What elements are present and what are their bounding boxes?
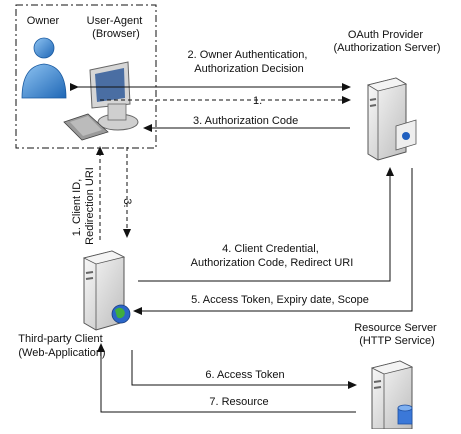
step-2-label: 2. Owner Authentication, Authorization D… [188, 49, 311, 75]
step-1-client-label-line1: 1. Client ID, [71, 179, 83, 236]
step-1-label: 1. [253, 95, 262, 107]
resource-server-label-line1: Resource Server [354, 322, 437, 334]
client-label-line1: Third-party Client [18, 333, 102, 345]
oauth-provider-label: OAuth Provider (Authorization Server) [334, 29, 441, 54]
resource-server-label: Resource Server (HTTP Service) [354, 322, 440, 347]
oauth-provider-label-line2: (Authorization Server) [334, 42, 441, 54]
user-agent-label-line1: User-Agent [87, 15, 143, 27]
arrow-step-6 [131, 350, 357, 389]
step-7-label: 7. Resource [209, 396, 268, 408]
arrow-step-4 [138, 167, 394, 282]
user-agent-label-line2: (Browser) [92, 28, 140, 40]
step-4-label-line2: Authorization Code, Redirect URI [191, 257, 354, 269]
step-1-client-label: 1. Client ID, Redirection URI [71, 167, 96, 245]
oauth-provider-label-line1: OAuth Provider [348, 29, 424, 41]
owner-label: Owner [27, 15, 60, 27]
client-label: Third-party Client (Web-Application) [18, 333, 105, 359]
step-1-client-label-line2: Redirection URI [84, 167, 96, 245]
step-5-label: 5. Access Token, Expiry date, Scope [191, 294, 369, 306]
arrow-step-5 [133, 168, 413, 315]
user-agent-label: User-Agent (Browser) [87, 15, 146, 40]
step-3-code-label: 3. Authorization Code [193, 115, 298, 127]
step-6-label: 6. Access Token [205, 369, 284, 381]
resource-server-label-line2: (HTTP Service) [359, 335, 435, 347]
step-3-label: 3. [121, 198, 133, 207]
client-label-line2: (Web-Application) [18, 347, 105, 359]
owner-icon [21, 37, 67, 99]
resource-server-icon [370, 360, 414, 430]
step-4-label: 4. Client Credential, Authorization Code… [191, 243, 354, 269]
owner-boundary-box [15, 4, 157, 149]
authorization-server-icon [366, 77, 417, 161]
arrow-step-7 [97, 343, 356, 413]
step-4-label-line1: 4. Client Credential, [222, 243, 319, 255]
step-2-label-line2: Authorization Decision [194, 63, 303, 75]
computer-icon [63, 61, 139, 141]
step-2-label-line1: 2. Owner Authentication, [188, 49, 308, 61]
client-server-icon [82, 250, 131, 331]
